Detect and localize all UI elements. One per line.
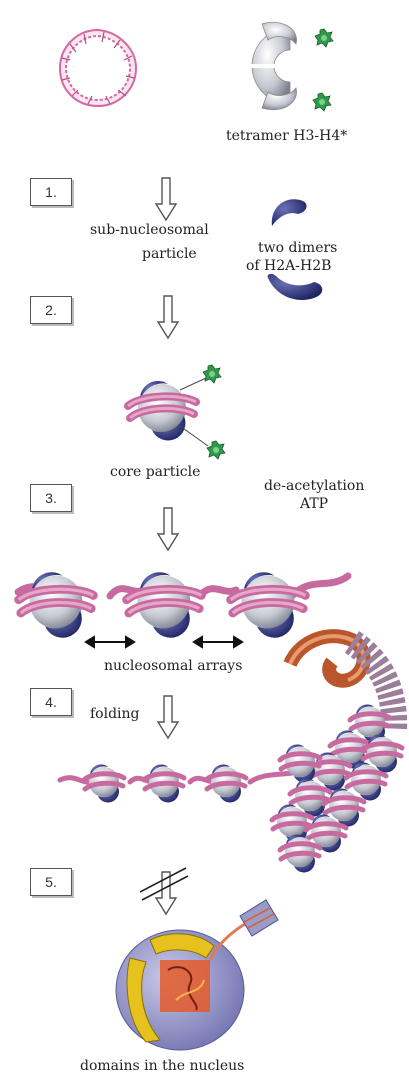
label-sub-nucleosomal: sub-nucleosomal bbox=[90, 222, 209, 238]
label-deacetylation: de-acetylation bbox=[264, 478, 364, 494]
core-particle bbox=[128, 365, 225, 459]
label-tetramer: tetramer H3-H4* bbox=[226, 128, 347, 144]
label-core-particle: core particle bbox=[110, 464, 200, 480]
step-1-box: 1. bbox=[30, 178, 72, 206]
label-particle: particle bbox=[142, 246, 197, 262]
step-4-arrow bbox=[158, 696, 178, 738]
spacing-arrows bbox=[86, 637, 242, 647]
label-folding: folding bbox=[90, 706, 140, 722]
label-of-h2a-h2b: of H2A-H2B bbox=[246, 258, 331, 274]
nucleus bbox=[116, 900, 278, 1050]
step-2-box: 2. bbox=[30, 296, 72, 324]
step-5-box: 5. bbox=[30, 868, 72, 896]
folded-array bbox=[60, 764, 310, 802]
label-two-dimers: two dimers bbox=[258, 240, 337, 256]
step-2-arrow bbox=[158, 296, 178, 338]
step-4-box: 4. bbox=[30, 688, 72, 716]
chromatin-fiber bbox=[272, 636, 402, 872]
tetramer-h3-h4 bbox=[250, 22, 333, 111]
step-3-arrow bbox=[158, 508, 178, 550]
step-1-arrow bbox=[156, 178, 176, 220]
label-atp: ATP bbox=[300, 496, 328, 512]
step-5-blocked-arrow bbox=[140, 868, 188, 914]
label-domains: domains in the nucleus bbox=[80, 1058, 244, 1074]
step-3-box: 3. bbox=[30, 484, 72, 512]
label-nucleosomal-arrays: nucleosomal arrays bbox=[104, 658, 242, 674]
nucleosomal-array bbox=[18, 572, 348, 637]
dna-circle bbox=[60, 30, 136, 106]
